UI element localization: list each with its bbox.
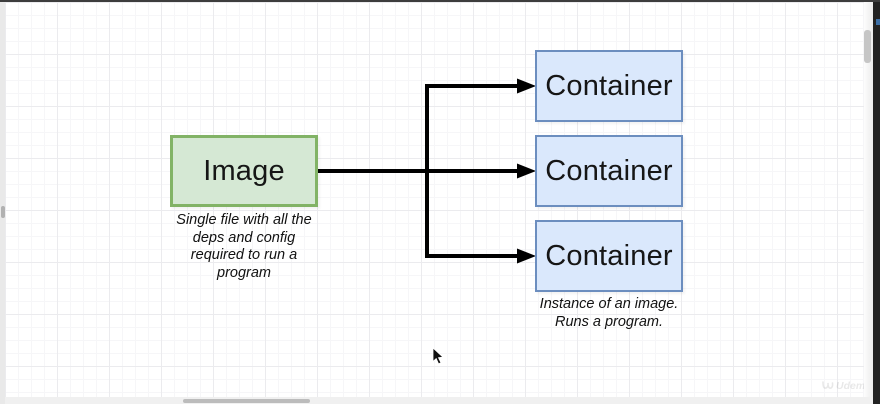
container-node-3[interactable]: Container [535, 220, 683, 292]
image-node-label: Image [203, 154, 285, 187]
window-top-border [0, 0, 880, 2]
vertical-scrollbar-track[interactable] [864, 2, 873, 397]
container-node-label: Container [545, 239, 673, 272]
container-node-1[interactable]: Container [535, 50, 683, 122]
horizontal-scrollbar-track[interactable] [5, 397, 873, 404]
left-edge-strip [0, 2, 5, 404]
watermark-label: Udemy [836, 380, 872, 392]
vertical-scrollbar-thumb[interactable] [864, 30, 871, 63]
left-edge-handle [1, 206, 5, 218]
container-node-label: Container [545, 69, 673, 102]
diagram-canvas [5, 2, 865, 397]
container-node-2[interactable]: Container [535, 135, 683, 207]
horizontal-scrollbar-thumb[interactable] [183, 399, 310, 403]
image-caption: Single file with all the deps and config… [176, 212, 312, 281]
container-caption: Instance of an image. Runs a program. [539, 296, 679, 330]
image-node[interactable]: Image [170, 135, 318, 207]
container-node-label: Container [545, 154, 673, 187]
right-edge-accent [876, 19, 880, 25]
udemy-logo-icon [822, 381, 834, 389]
right-edge-bar [873, 0, 880, 404]
watermark: Udemy [821, 380, 871, 392]
